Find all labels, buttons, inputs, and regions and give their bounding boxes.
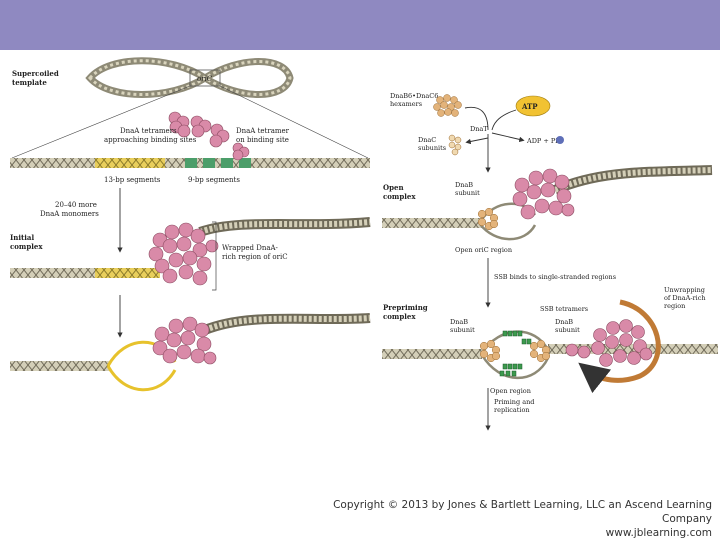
label-dnac-2: subunits [418,144,446,152]
dnaa-core-cluster-4 [565,319,653,367]
label-ssb-tetramers: SSB tetramers [540,305,588,313]
dnab-ring-open [477,207,499,231]
arrow-atp-in [491,109,517,131]
copyright-line-2: www.jblearning.com [605,527,712,539]
zoom-line-right [219,85,369,159]
initial-complex-13bp [95,268,160,278]
dnab-ring-left [479,339,501,363]
label-hexamers-2: hexamers [390,100,422,108]
arrow-adp-out [491,132,525,143]
dnaa-core-cluster-2 [152,316,217,365]
label-dnab-right-1: DnaB [555,318,573,326]
label-dnaa-on-site-1: DnaA tetramer [236,127,290,135]
dnaa-core-cluster-3 [512,168,575,220]
label-prepriming-2: complex [383,312,416,321]
atp-badge [515,95,551,117]
label-dnab-left-2: subunit [450,326,475,334]
supercoiled-template [85,57,294,98]
label-dnab-right-2: subunit [555,326,580,334]
label-supercoiled-2: template [12,78,47,87]
label-ssb-binds: SSB binds to single-stranded regions [494,273,616,281]
dnab-dnac-hexamers [433,94,462,117]
label-monomers-1: 20–40 more [55,201,97,209]
label-supercoiled-1: Supercoiled [12,69,59,78]
label-dnac-1: DnaC [418,136,436,144]
label-dnaa-approaching-2: approaching binding sites [104,136,197,144]
label-unwrapping-1: Unwrapping [664,286,705,294]
label-dnab-subunit-1: DnaB [455,181,473,189]
title-banner [0,0,720,50]
label-priming-1: Priming and [494,398,534,406]
dnaa-core-cluster-1 [148,222,219,286]
copyright-line-1: Copyright © 2013 by Jones & Bartlett Lea… [333,499,712,525]
13bp-segments-region [95,158,165,168]
label-unwrapping-3: region [664,302,685,310]
label-initial-complex-1: Initial [10,233,34,242]
prepriming-dna-left [382,349,482,359]
label-dnat: DnaT [470,125,488,133]
zoom-line-left [11,85,191,159]
open-complex-dna-left [382,218,482,228]
label-priming-2: replication [494,406,530,414]
arrow-hexamers-in [464,106,489,131]
label-prepriming-1: Prepriming [383,303,428,312]
bubble-bottom-strand [106,365,177,392]
unwrapping-arrow [578,299,661,394]
wrapped-bracket [212,221,217,291]
label-initial-complex-2: complex [10,242,43,251]
label-adp: ADP + Pi [526,137,557,145]
dnab-ring-right [529,339,551,363]
prepriming-bottom-strand [480,354,550,380]
label-atp: ATP [521,102,538,111]
dnac-subunits [448,134,462,156]
label-9bp-segments: 9-bp segments [188,176,240,184]
label-dnab-subunit-2: subunit [455,189,480,197]
label-wrapped-1: Wrapped DnaA- [222,244,279,252]
label-open-complex-2: complex [383,192,416,201]
label-wrapped-2: rich region of oriC [222,253,288,261]
ssb-tetramers [499,330,532,377]
label-oric: oriC [197,75,213,83]
label-open-region: Open region [490,387,531,395]
arrow-dnac-out [465,137,489,145]
label-dnab-left-1: DnaB [450,318,468,326]
copyright-notice: Copyright © 2013 by Jones & Bartlett Lea… [300,498,712,540]
bubble-dna-left [10,361,110,371]
label-monomers-2: DnaA monomers [40,210,99,218]
label-open-oric-region: Open oriC region [455,246,512,254]
prepriming-dna-right [548,344,718,354]
phosphate-icon [556,136,564,144]
open-complex-bottom-strand [479,223,537,241]
label-dnaa-approaching-1: DnaA tetramers [120,127,177,135]
initial-complex-dna-left [10,268,160,278]
label-dnaa-on-site-2: on binding site [236,136,289,144]
label-hexamers-1: DnaB6•DnaC6 [390,92,438,100]
label-open-complex-1: Open [383,183,404,192]
label-13bp-segments: 13-bp segments [104,176,161,184]
label-unwrapping-2: of DnaA-rich [664,294,706,302]
9bp-binding-sites [185,158,251,168]
dnaa-tetramers-approaching [168,111,250,161]
